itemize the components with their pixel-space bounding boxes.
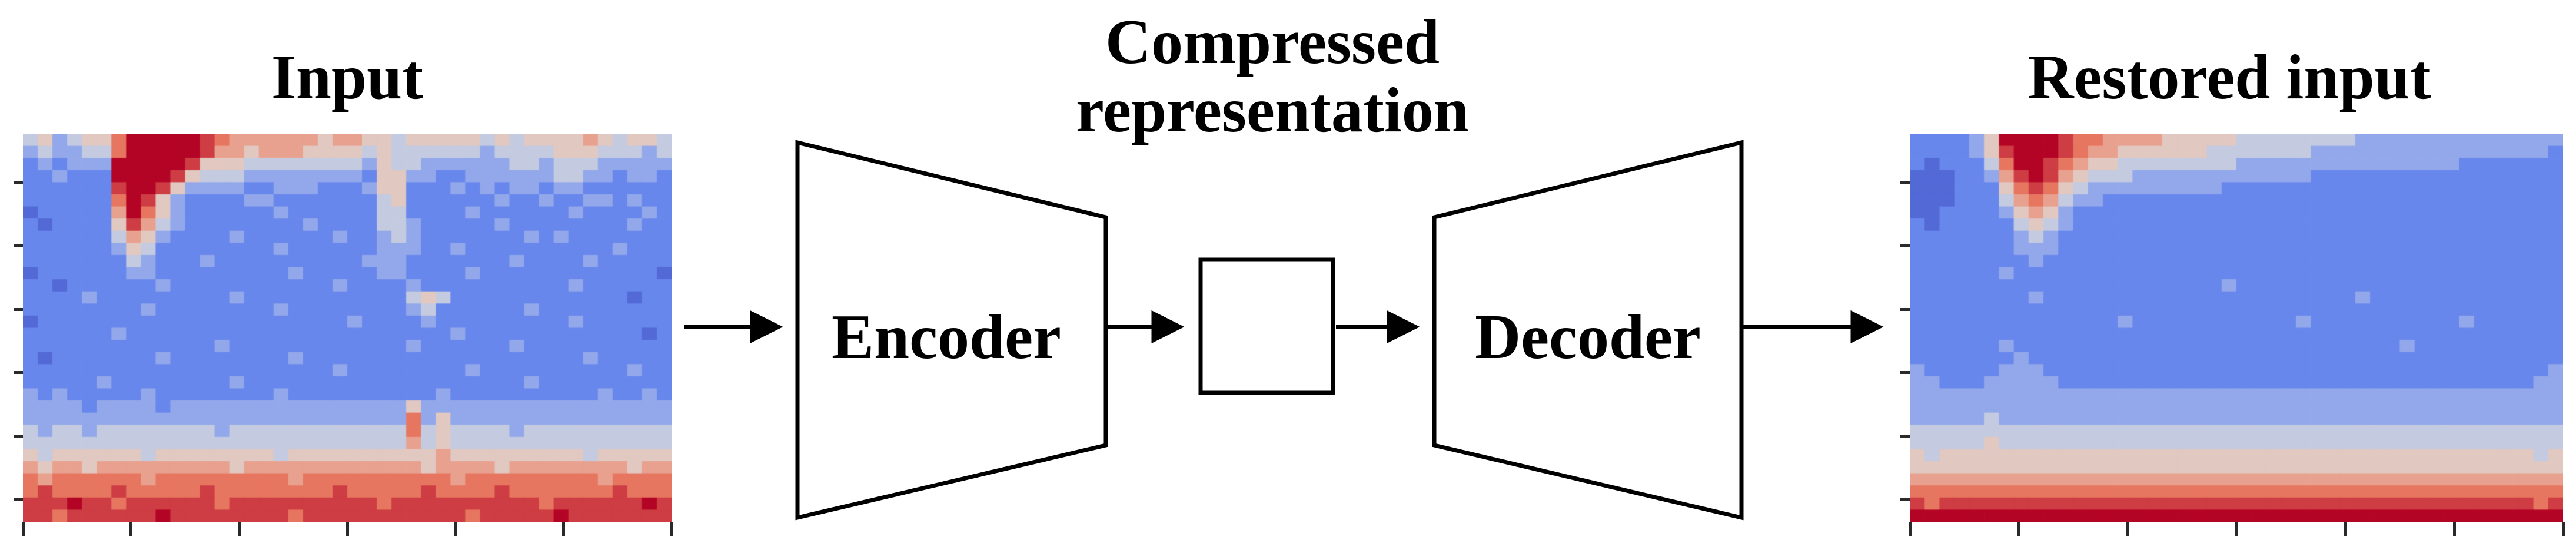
compressed-representation-box (1198, 257, 1335, 395)
decoder-trapezoid (1432, 140, 1744, 521)
y-axis-tick (14, 244, 23, 247)
x-axis-tick (2344, 522, 2347, 536)
x-axis-tick (2017, 522, 2020, 536)
y-axis-tick (14, 434, 23, 438)
y-axis-tick (1900, 434, 1910, 438)
x-axis-tick (2452, 522, 2456, 536)
compressed-title-line2: representation (1076, 75, 1469, 145)
compressed-representation-title: Compressed representation (1076, 8, 1469, 144)
y-axis-tick (1900, 498, 1910, 501)
x-axis-tick (454, 522, 457, 536)
input-heatmap-image (23, 134, 672, 522)
encoder-label: Encoder (832, 302, 1061, 372)
x-axis-tick (1908, 522, 1912, 536)
y-axis-tick (14, 181, 23, 184)
x-axis-tick (345, 522, 349, 536)
x-axis-tick (561, 522, 565, 536)
y-axis-tick (14, 498, 23, 501)
x-axis-tick (670, 522, 673, 536)
input-plot-title: Input (271, 42, 424, 112)
x-axis-tick (129, 522, 133, 536)
y-axis-tick (1900, 244, 1910, 247)
restored-plot-title: Restored input (2027, 42, 2431, 112)
y-axis-tick (1900, 181, 1910, 184)
compressed-title-line1: Compressed (1105, 7, 1440, 77)
decoder-label: Decoder (1475, 302, 1701, 372)
y-axis-tick (1900, 307, 1910, 311)
x-axis-tick (2235, 522, 2238, 536)
y-axis-tick (14, 307, 23, 311)
x-axis-tick (21, 522, 25, 536)
x-axis-tick (237, 522, 241, 536)
x-axis-tick (2561, 522, 2565, 536)
x-axis-tick (2126, 522, 2129, 536)
y-axis-tick (1900, 371, 1910, 374)
restored-heatmap-image (1910, 134, 2563, 522)
y-axis-tick (14, 371, 23, 374)
encoder-trapezoid (795, 140, 1108, 521)
